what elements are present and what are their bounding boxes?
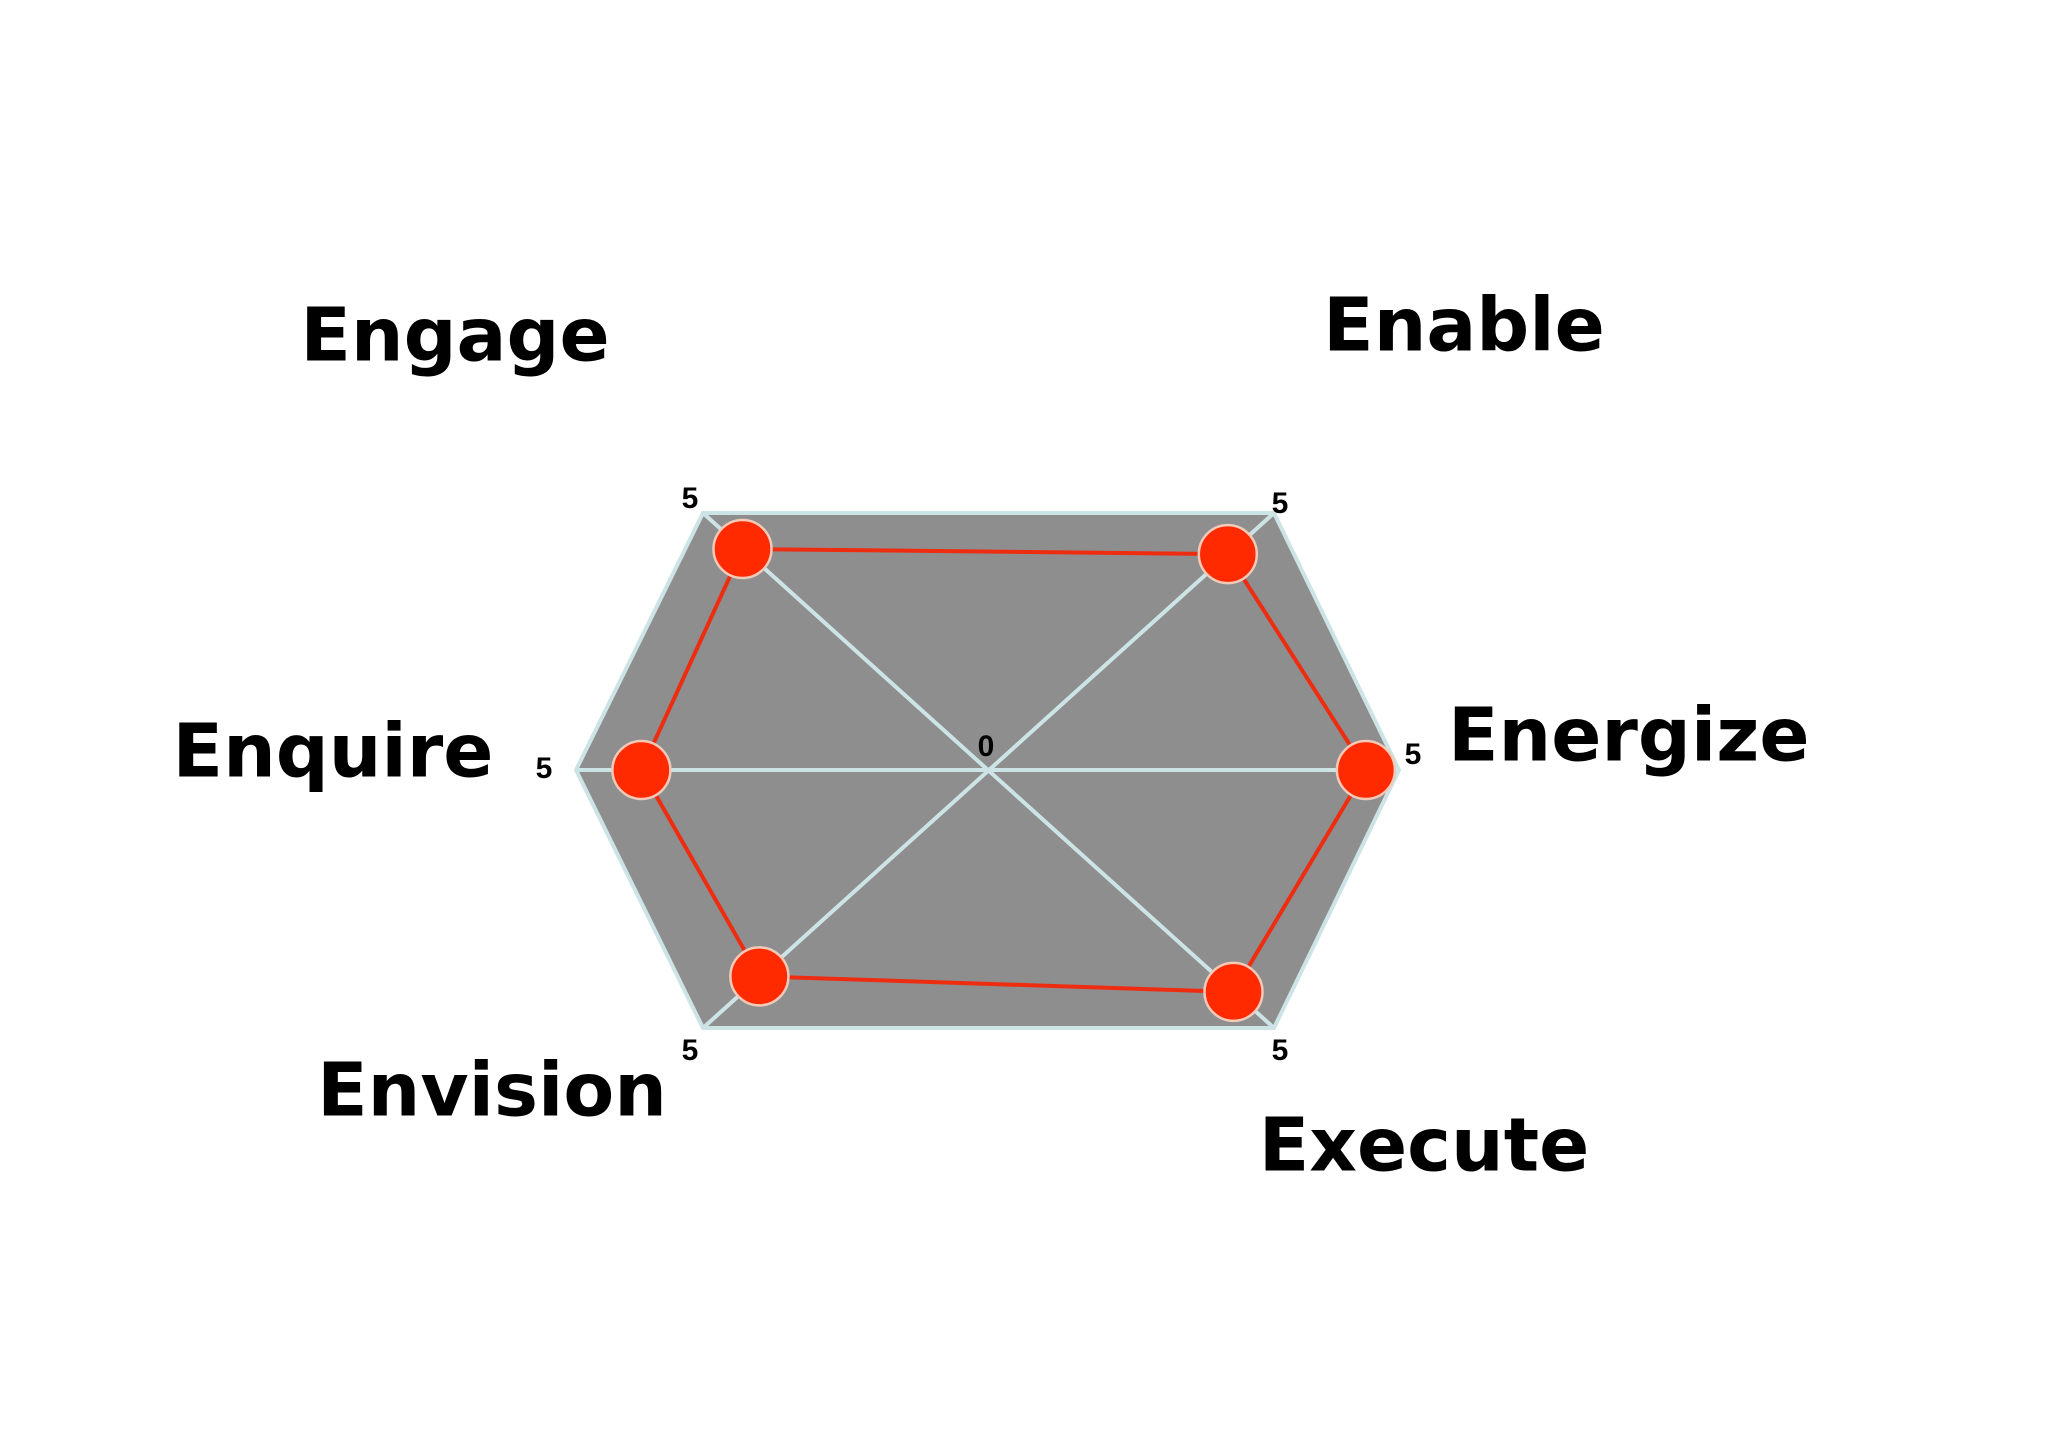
tick-label-energize: 5 — [1405, 738, 1422, 771]
tick-label-envision: 5 — [682, 1034, 699, 1067]
data-point-execute — [1203, 961, 1264, 1023]
axis-label-enquire: Enquire — [173, 709, 494, 795]
data-point-enable — [1197, 523, 1259, 585]
data-point-enquire — [611, 739, 672, 801]
axis-label-engage: Engage — [300, 293, 609, 379]
data-point-energize — [1335, 739, 1397, 801]
axis-label-envision: Envision — [317, 1048, 667, 1134]
series-markers — [611, 518, 1397, 1023]
data-point-envision — [729, 946, 790, 1007]
axis-label-enable: Enable — [1323, 283, 1605, 369]
tick-labels: 0 5 5 5 5 5 5 — [536, 482, 1422, 1067]
axis-label-execute: Execute — [1259, 1103, 1590, 1189]
data-point-engage — [712, 518, 773, 580]
tick-label-execute: 5 — [1272, 1034, 1289, 1067]
tick-label-center: 0 — [978, 730, 995, 763]
axis-label-energize: Energize — [1448, 693, 1810, 779]
tick-label-engage: 5 — [682, 482, 699, 515]
tick-label-enquire: 5 — [536, 752, 553, 785]
radar-spokes — [576, 511, 1399, 1030]
tick-label-enable: 5 — [1272, 487, 1289, 520]
